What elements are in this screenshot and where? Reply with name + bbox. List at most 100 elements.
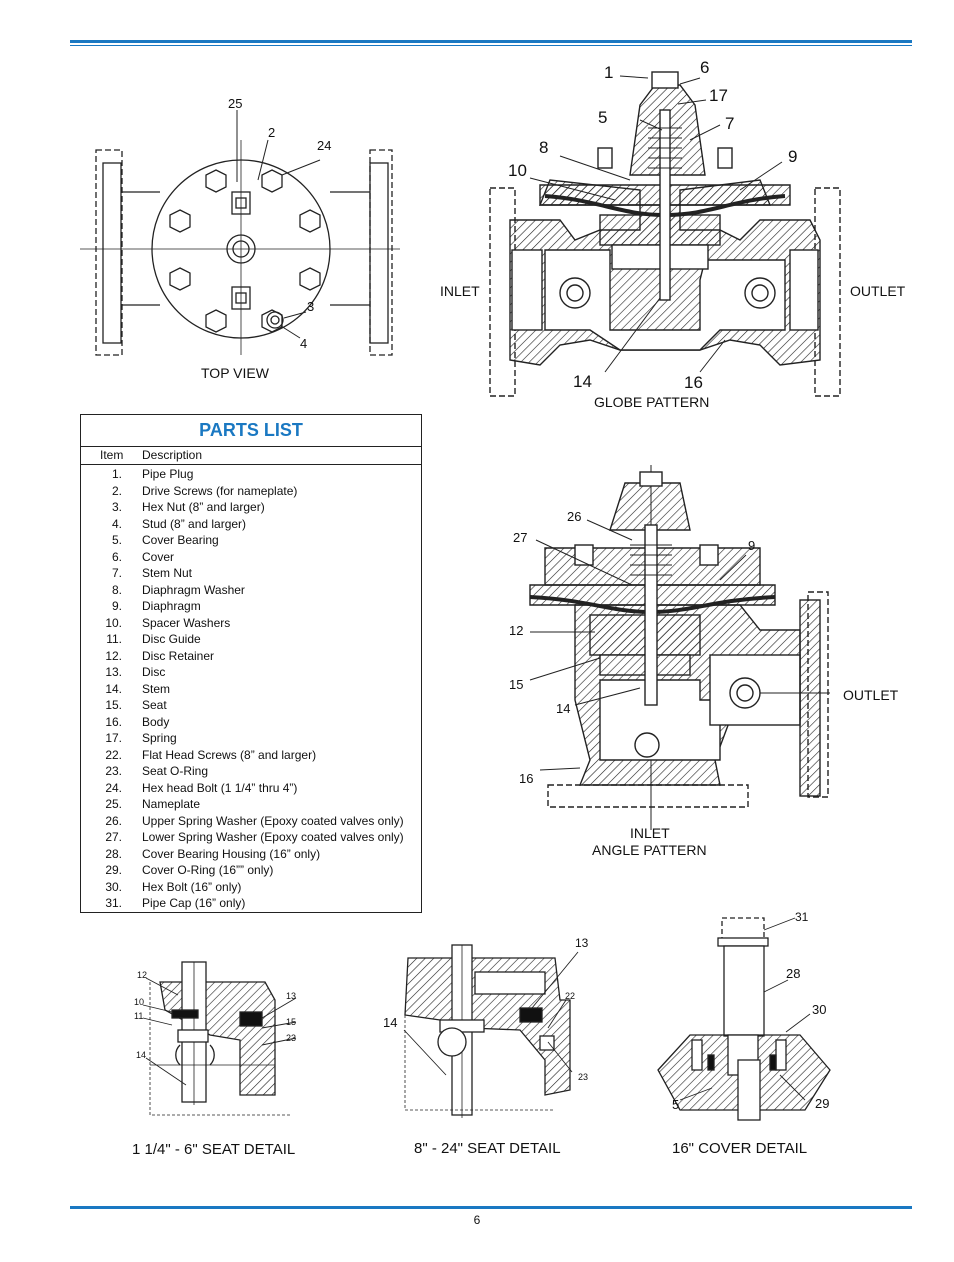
callout-17: 17: [709, 86, 728, 105]
callout-2: 2: [268, 125, 276, 140]
col-desc-header: Description: [142, 448, 203, 462]
callout-31: 31: [795, 910, 809, 924]
parts-item-description: Drive Screws (for nameplate): [142, 483, 298, 498]
table-row: 10.Spacer Washers: [81, 615, 421, 632]
parts-item-description: Flat Head Screws (8” and larger): [142, 747, 317, 762]
parts-item-number: 8.: [111, 582, 122, 597]
callout-13-large: 13: [575, 936, 589, 950]
col-item-header: Item: [100, 448, 124, 462]
callout-25: 25: [228, 96, 243, 111]
parts-item-number: 16.: [105, 714, 122, 729]
seat-detail-small-drawing: [142, 961, 297, 1116]
parts-item-number: 26.: [105, 813, 122, 828]
angle-outlet-label: OUTLET: [843, 687, 899, 703]
table-row: 7.Stem Nut: [81, 565, 421, 582]
parts-item-description: Cover Bearing: [142, 533, 219, 547]
callout-1: 1: [604, 63, 614, 82]
parts-item-description: Hex Nut (8” and larger): [142, 500, 265, 514]
table-row: 31. Pipe Cap (16” only): [81, 895, 421, 912]
parts-item-description: Body: [142, 714, 170, 729]
parts-item-number: 4.: [111, 516, 122, 531]
table-row: 16. Body: [81, 714, 421, 731]
angle-pattern-caption: ANGLE PATTERN: [592, 842, 707, 858]
callout-14-angle: 14: [556, 701, 571, 716]
parts-item-number: 13.: [105, 665, 122, 679]
table-row: 6.Cover: [81, 549, 421, 566]
table-row: 27. Lower Spring Washer (Epoxy coated val…: [81, 829, 421, 846]
callout-24: 24: [317, 138, 332, 153]
globe-outlet-label: OUTLET: [850, 283, 906, 299]
callout-23-detail: 23: [286, 1033, 297, 1043]
parts-item-description: Cover Bearing Housing (16” only): [142, 846, 321, 861]
table-row: 30.Hex Bolt (16” only): [81, 879, 421, 896]
footer-rule: [70, 1206, 912, 1209]
callout-16: 16: [684, 373, 703, 392]
parts-item-description: Spring: [142, 731, 177, 745]
parts-item-number: 25.: [105, 797, 122, 811]
callout-5: 5: [598, 108, 608, 127]
parts-item-description: Stem: [142, 681, 171, 696]
parts-item-number: 3.: [111, 500, 122, 514]
parts-item-number: 31.: [105, 896, 122, 910]
table-row: 1.Pipe Plug: [81, 466, 421, 483]
cover-detail-caption: 16" COVER DETAIL: [672, 1140, 808, 1157]
parts-item-number: 23.: [105, 764, 122, 778]
parts-item-number: 12.: [105, 648, 122, 663]
parts-item-number: 24.: [105, 780, 122, 795]
callout-5-cover: 5: [672, 1097, 680, 1112]
parts-item-description: Diaphragm: [142, 599, 201, 613]
parts-item-number: 17.: [105, 731, 122, 745]
parts-item-description: Upper Spring Washer (Epoxy coated valves…: [142, 813, 404, 828]
callout-15-detail: 15: [286, 1017, 297, 1027]
parts-item-number: 27.: [105, 830, 122, 844]
parts-item-description: Disc Retainer: [142, 648, 215, 663]
callout-13-detail: 13: [286, 991, 297, 1001]
callout-3: 3: [307, 299, 315, 314]
parts-item-description: Hex head Bolt (1 1/4” thru 4”): [142, 780, 298, 795]
table-row: 28.Cover Bearing Housing (16” only): [81, 846, 421, 863]
parts-item-description: Lower Spring Washer (Epoxy coated valves…: [142, 830, 404, 844]
table-row: 14. Stem: [81, 681, 421, 698]
table-row: 15.Seat: [81, 697, 421, 714]
table-row: 17. Spring: [81, 730, 421, 747]
top-view-drawing: [80, 110, 400, 356]
parts-item-number: 29.: [105, 863, 122, 877]
globe-pattern-caption: GLOBE PATTERN: [594, 394, 710, 410]
table-row: 13. Disc: [81, 664, 421, 681]
parts-list-title: PARTS LIST: [81, 415, 421, 447]
globe-pattern-drawing: [489, 71, 841, 397]
table-row: 11. Disc Guide: [81, 631, 421, 648]
parts-item-description: Pipe Cap (16” only): [142, 896, 246, 910]
table-row: 24. Hex head Bolt (1 1/4” thru 4”): [81, 780, 421, 797]
parts-item-number: 14.: [105, 681, 122, 696]
callout-23-large: 23: [578, 1072, 589, 1082]
parts-item-number: 11.: [106, 632, 122, 646]
callout-14-large: 14: [383, 1015, 398, 1030]
callout-9: 9: [788, 147, 798, 166]
callout-9-angle: 9: [748, 538, 756, 553]
parts-item-description: Disc: [142, 665, 166, 679]
parts-item-description: Disc Guide: [142, 632, 201, 646]
callout-8: 8: [539, 138, 549, 157]
table-row: 5. Cover Bearing: [81, 532, 421, 549]
parts-item-number: 2.: [111, 483, 122, 498]
parts-item-description: Diaphragm Washer: [142, 582, 245, 597]
parts-item-description: Nameplate: [142, 797, 201, 811]
callout-7: 7: [725, 114, 735, 133]
parts-item-number: 5.: [111, 533, 122, 547]
callout-12-detail: 12: [137, 970, 148, 980]
parts-item-description: Seat: [142, 698, 167, 712]
parts-item-number: 7.: [111, 566, 122, 580]
callout-4: 4: [300, 336, 308, 351]
callout-14-detail: 14: [136, 1050, 147, 1060]
callout-30: 30: [812, 1002, 827, 1017]
seat-detail-small-caption: 1 1/4" - 6" SEAT DETAIL: [132, 1141, 296, 1158]
header-rule-thin: [70, 45, 912, 46]
angle-pattern-drawing: [529, 465, 830, 830]
seat-detail-large-caption: 8" - 24" SEAT DETAIL: [414, 1140, 561, 1157]
parts-item-description: Spacer Washers: [142, 615, 231, 630]
parts-item-number: 22.: [105, 747, 122, 762]
parts-item-number: 1.: [111, 467, 122, 481]
